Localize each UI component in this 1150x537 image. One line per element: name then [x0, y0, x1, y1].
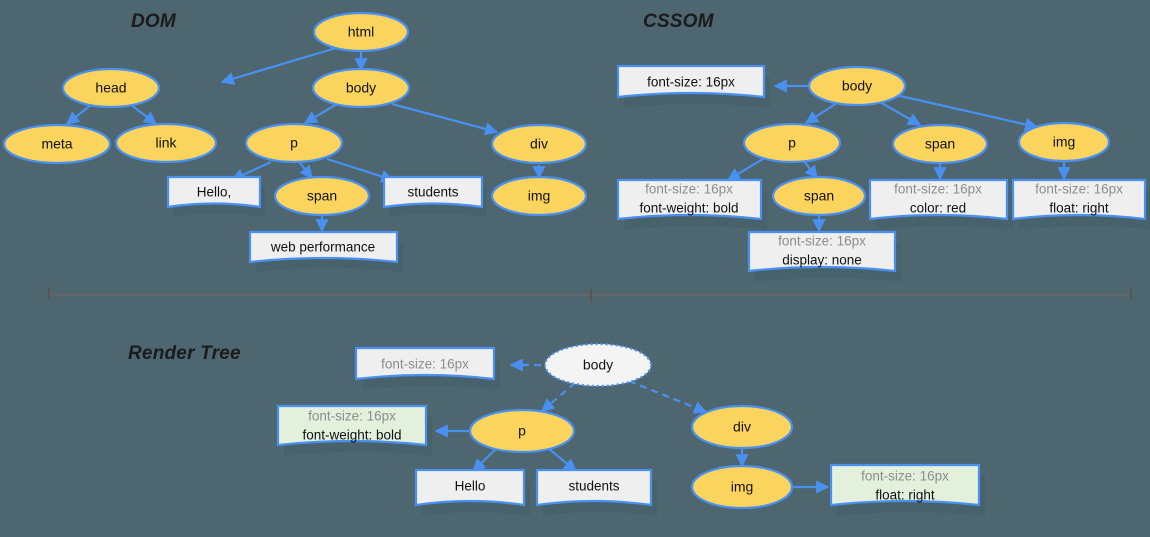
- cssom-node-body-label: body: [842, 78, 872, 94]
- dom-edge-head-link: [129, 103, 158, 125]
- render-rule-img-line-1: font-size: 16px: [861, 469, 949, 484]
- cssom-rule-img[interactable]: font-size: 16px float: right: [1011, 178, 1150, 230]
- cssom-tree: font-size: 16px body p span span img: [616, 64, 1150, 282]
- cssom-rule-p-line-1: font-size: 16px: [645, 182, 733, 197]
- dom-edge-body-p: [303, 103, 338, 124]
- cssom-rule-span-inner[interactable]: font-size: 16px display: none: [747, 230, 901, 282]
- dom-node-head[interactable]: head: [61, 67, 161, 109]
- cssom-rule-img-line-1: font-size: 16px: [1035, 182, 1123, 197]
- dom-node-div-label: div: [530, 136, 548, 152]
- dom-node-span[interactable]: span: [273, 175, 371, 217]
- dom-edge-p-span: [299, 162, 313, 180]
- dom-node-body-label: body: [346, 80, 376, 96]
- render-node-div[interactable]: div: [690, 404, 794, 450]
- cssom-rule-img-line-2: float: right: [1049, 201, 1109, 216]
- dom-edge-p-students: [326, 157, 395, 183]
- render-rule-body[interactable]: font-size: 16px: [354, 346, 500, 390]
- cssom-rule-span-outer-line-1: font-size: 16px: [894, 182, 982, 197]
- dom-node-p-label: p: [290, 135, 298, 151]
- dom-edge-body-div: [391, 102, 499, 136]
- cssom-edge-p-span1: [803, 160, 818, 180]
- render-edge-body-p: [540, 382, 576, 412]
- render-text-students-label: students: [568, 479, 619, 494]
- render-rule-img[interactable]: font-size: 16px float: right: [829, 463, 985, 516]
- dom-text-students[interactable]: students: [382, 175, 487, 217]
- cssom-node-img[interactable]: img: [1017, 121, 1111, 163]
- dom-node-html-label: html: [348, 24, 374, 40]
- render-rule-p-line-1: font-size: 16px: [308, 409, 396, 424]
- dom-tree: html head body meta link p div: [2, 11, 588, 272]
- dom-node-p[interactable]: p: [244, 122, 344, 164]
- cssom-node-span-inner-label: span: [804, 188, 834, 204]
- render-tree: font-size: 16px body font-size: 16px fon…: [276, 342, 985, 516]
- dom-edge-html-head: [220, 46, 337, 85]
- cssom-node-span-inner[interactable]: span: [771, 175, 867, 217]
- cssom-edge-body-img: [895, 93, 1039, 131]
- render-text-hello[interactable]: Hello: [414, 468, 530, 516]
- render-node-img[interactable]: img: [690, 464, 794, 510]
- render-node-body[interactable]: body: [543, 342, 653, 388]
- render-node-p-label: p: [518, 423, 526, 439]
- dom-text-hello-label: Hello,: [197, 185, 232, 200]
- dom-text-hello[interactable]: Hello,: [166, 175, 265, 217]
- cssom-node-span-outer[interactable]: span: [891, 123, 989, 165]
- cssom-section-title: CSSOM: [643, 11, 715, 32]
- render-edge-p-hello: [472, 447, 498, 472]
- cssom-node-body[interactable]: body: [807, 65, 907, 107]
- dom-section-title: DOM: [131, 11, 177, 32]
- dom-node-body[interactable]: body: [311, 67, 411, 109]
- render-node-div-label: div: [733, 419, 751, 435]
- render-edge-p-students: [547, 447, 578, 472]
- cssom-node-p-label: p: [788, 135, 796, 151]
- cssom-rule-p-line-2: font-weight: bold: [639, 201, 738, 216]
- dom-node-div[interactable]: div: [490, 123, 588, 165]
- render-tree-section-title: Render Tree: [128, 343, 241, 364]
- cssom-edge-p-rule: [726, 158, 764, 181]
- cssom-rule-p[interactable]: font-size: 16px font-weight: bold: [616, 178, 767, 230]
- cssom-rule-span-outer-line-2: color: red: [910, 201, 966, 216]
- cssom-rule-span-outer[interactable]: font-size: 16px color: red: [868, 178, 1013, 230]
- render-node-body-label: body: [583, 357, 613, 373]
- render-text-students[interactable]: students: [535, 468, 657, 516]
- render-edge-body-div: [628, 379, 708, 414]
- render-rule-body-line-1: font-size: 16px: [381, 357, 469, 372]
- dom-node-link[interactable]: link: [114, 122, 218, 164]
- render-rule-p-line-2: font-weight: bold: [302, 428, 401, 443]
- render-text-hello-label: Hello: [455, 479, 486, 494]
- cssom-node-p[interactable]: p: [742, 122, 842, 164]
- dom-node-meta[interactable]: meta: [2, 123, 112, 165]
- cssom-edges: [726, 79, 1071, 233]
- dom-node-img[interactable]: img: [490, 175, 588, 217]
- render-node-p[interactable]: p: [468, 408, 576, 454]
- dom-node-span-label: span: [307, 188, 337, 204]
- dom-text-students-label: students: [407, 185, 458, 200]
- dom-edges: [65, 46, 546, 233]
- cssom-node-span-outer-label: span: [925, 136, 955, 152]
- dom-text-web-performance-label: web performance: [270, 240, 375, 255]
- cssom-edge-body-p: [804, 102, 838, 124]
- dom-edge-head-meta: [65, 103, 93, 125]
- cssom-rule-body-line-1: font-size: 16px: [647, 75, 735, 90]
- render-rule-p[interactable]: font-size: 16px font-weight: bold: [276, 404, 432, 456]
- dom-text-web-performance[interactable]: web performance: [248, 230, 403, 272]
- dom-node-img-label: img: [528, 188, 551, 204]
- render-node-img-label: img: [731, 479, 754, 495]
- dom-node-head-label: head: [95, 80, 126, 96]
- cssom-edge-body-span2: [879, 101, 922, 126]
- cssom-rule-body[interactable]: font-size: 16px: [616, 64, 770, 108]
- cssom-rule-span-inner-line-1: font-size: 16px: [778, 234, 866, 249]
- cssom-rule-span-inner-line-2: display: none: [782, 253, 862, 268]
- dom-node-meta-label: meta: [41, 136, 72, 152]
- dom-node-link-label: link: [155, 135, 177, 151]
- render-rule-img-line-2: float: right: [875, 488, 935, 503]
- cssom-node-img-label: img: [1053, 134, 1076, 150]
- dom-node-html[interactable]: html: [312, 11, 410, 53]
